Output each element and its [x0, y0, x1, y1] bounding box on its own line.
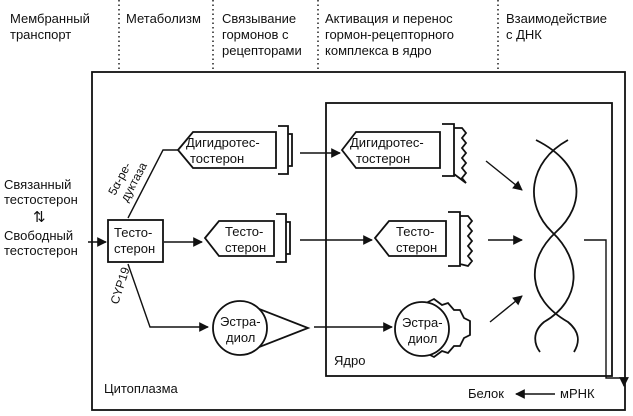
testosterone-cytoplasm-shape	[203, 220, 275, 257]
cytoplasm-label: Цитоплазма	[104, 381, 179, 396]
header-dna-interaction: Взаимодействие с ДНК	[506, 11, 611, 42]
testosterone-box	[107, 219, 164, 263]
testosterone-nucleus-shape	[373, 220, 447, 257]
header-metabolism: Метаболизм	[126, 11, 201, 26]
testosterone-nucleus-label: Тесто- стерон	[396, 224, 438, 255]
dht-cytoplasm-label: Дигидротес- тостерон	[186, 135, 263, 166]
dna-strand-1	[534, 139, 579, 353]
cytoplasm-box	[91, 71, 626, 411]
protein-label: Белок	[468, 386, 504, 401]
mrna-label: мРНК	[560, 386, 595, 401]
arrow-estradiol-to-dna	[489, 295, 523, 323]
estradiol-cytoplasm-shape	[212, 300, 268, 356]
bound-testosterone-label: Связанный тестостерон	[4, 177, 78, 207]
activated-receptor-nucleus-1	[442, 123, 468, 184]
testosterone-cytoplasm-label: Тесто- стерон	[225, 224, 267, 255]
cyp19-label: CYP19	[108, 265, 133, 306]
arrow-to-estradiol	[127, 263, 209, 332]
dna-strand-2	[533, 139, 575, 353]
exchange-arrows-icon: ⇅	[33, 209, 46, 226]
dht-cytoplasm-shape	[176, 131, 277, 169]
free-testosterone-label: Свободный тестостерон	[4, 228, 78, 258]
testosterone-box-label: Тесто- стерон	[114, 225, 156, 256]
arrow-dna-to-mrna	[584, 239, 629, 387]
header-receptor-binding: Связывание гормонов с рецепторами	[222, 11, 302, 58]
receptor-cytoplasm-1	[278, 125, 293, 175]
header-activation-transfer: Активация и перенос гормон-рецепторного …	[325, 11, 458, 58]
estradiol-cytoplasm-label: Эстра- диол	[220, 314, 264, 345]
dht-nucleus-label: Дигидротес- тостерон	[350, 135, 427, 166]
activated-receptor-nucleus-2	[448, 211, 474, 268]
nucleus-label: Ядро	[334, 353, 365, 368]
estradiol-nucleus-shape	[394, 301, 450, 357]
header-membrane-transport: Мембранный транспорт	[10, 11, 94, 42]
receptor-cytoplasm-2	[276, 213, 291, 263]
dht-nucleus-shape	[340, 131, 441, 169]
reductase-label: 5α-ре- дуктаза	[105, 153, 150, 204]
estradiol-nucleus-label: Эстра- диол	[402, 315, 446, 346]
arrow-dht-to-dna	[485, 160, 523, 191]
